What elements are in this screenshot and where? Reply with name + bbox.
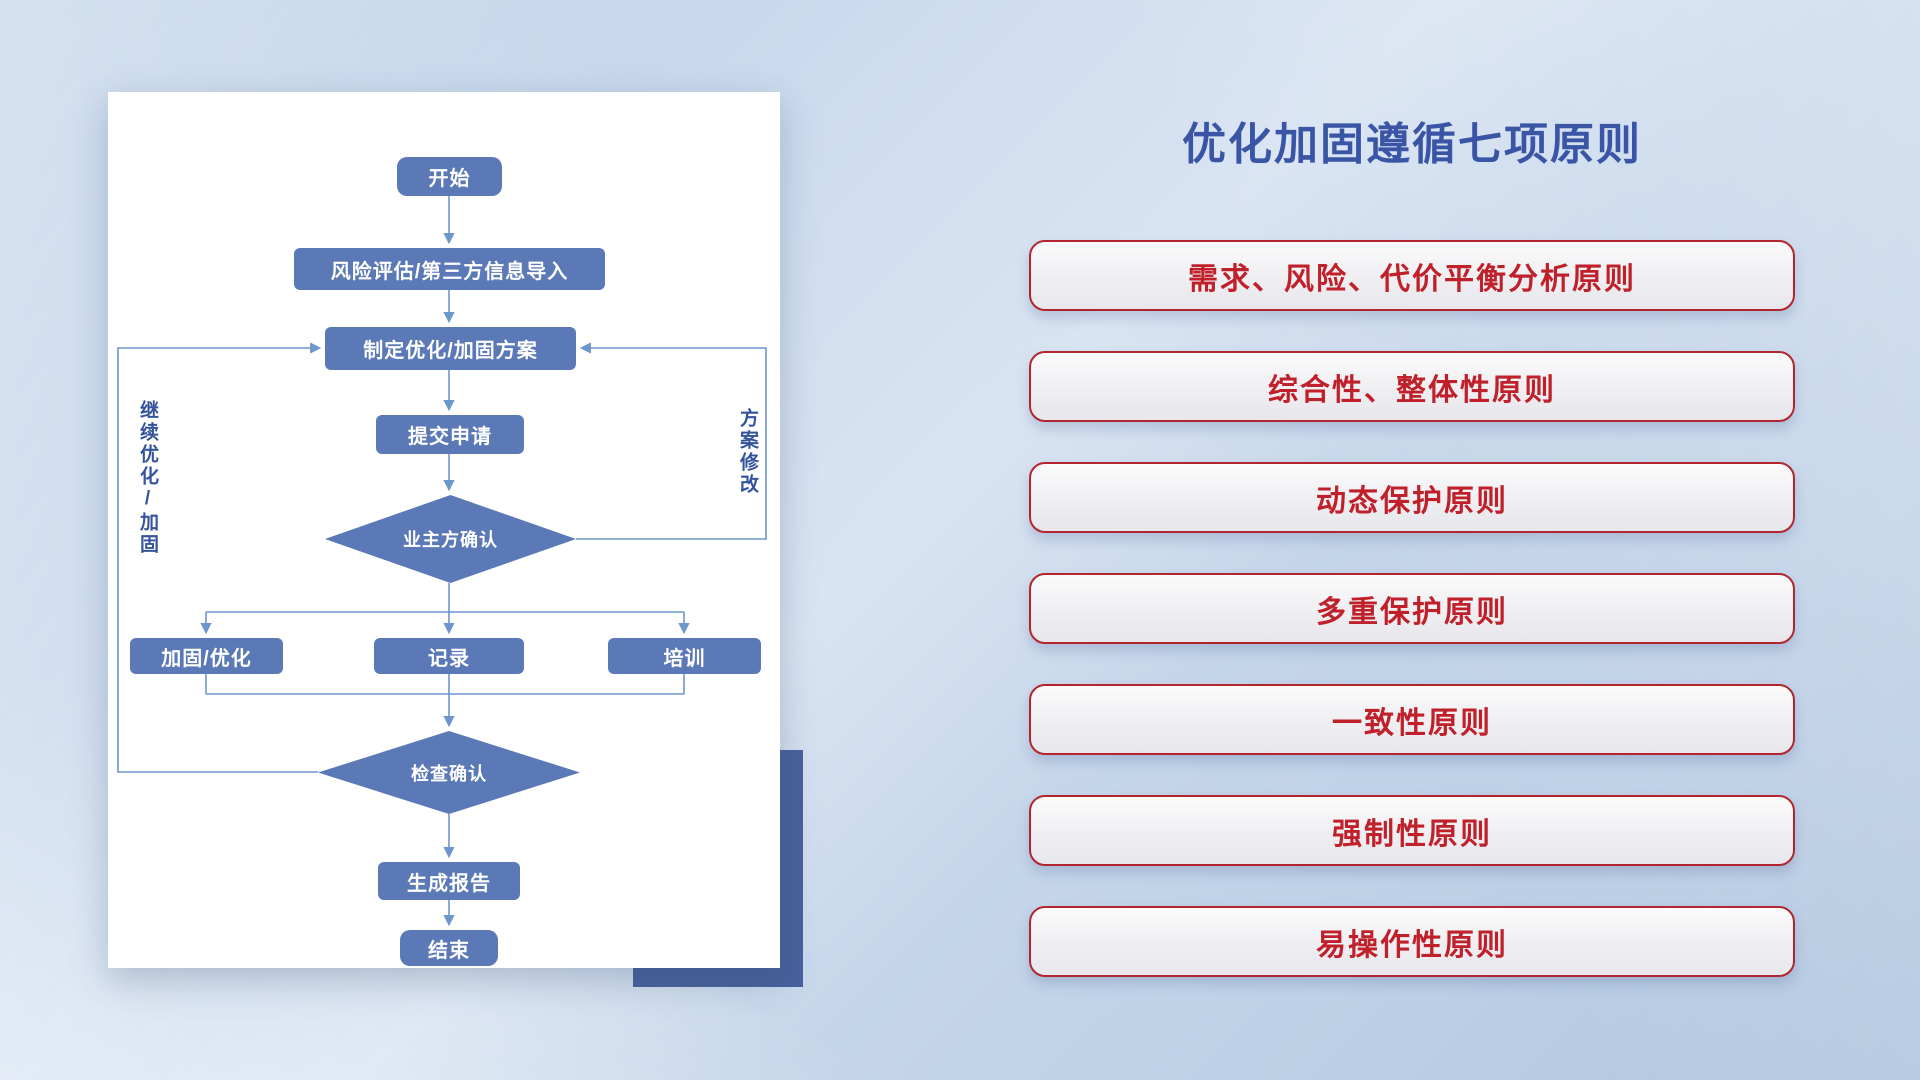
flow-node-end: 结束 xyxy=(400,930,498,966)
principle-item: 综合性、整体性原则 xyxy=(1029,351,1795,422)
principle-item: 强制性原则 xyxy=(1029,795,1795,866)
flow-node-harden-optimize: 加固/优化 xyxy=(130,638,283,674)
principles-title: 优化加固遵循七项原则 xyxy=(1182,120,1642,169)
flow-node-record: 记录 xyxy=(374,638,524,674)
flow-node-report: 生成报告 xyxy=(378,862,520,900)
flow-node-make-plan: 制定优化/加固方案 xyxy=(325,327,576,370)
principle-item: 动态保护原则 xyxy=(1029,462,1795,533)
flow-node-submit: 提交申请 xyxy=(376,415,524,454)
connector-lines xyxy=(117,196,767,927)
flowchart-card: 开始 风险评估/第三方信息导入 制定优化/加固方案 提交申请 业主方确认 加固/… xyxy=(108,92,780,968)
principle-item: 多重保护原则 xyxy=(1029,573,1795,644)
principle-item: 易操作性原则 xyxy=(1029,906,1795,977)
flow-node-start: 开始 xyxy=(397,157,502,196)
principles-list: 需求、风险、代价平衡分析原则 综合性、整体性原则 动态保护原则 多重保护原则 一… xyxy=(1029,240,1795,977)
flow-label-continue-optimize: 继续优化/加固 xyxy=(137,399,158,556)
flow-label-plan-modify: 方案修改 xyxy=(737,408,758,496)
flow-node-train: 培训 xyxy=(608,638,761,674)
flow-connectors xyxy=(117,196,767,927)
principle-item: 需求、风险、代价平衡分析原则 xyxy=(1029,240,1795,311)
principle-item: 一致性原则 xyxy=(1029,684,1795,755)
flow-node-risk-import: 风险评估/第三方信息导入 xyxy=(294,248,605,290)
